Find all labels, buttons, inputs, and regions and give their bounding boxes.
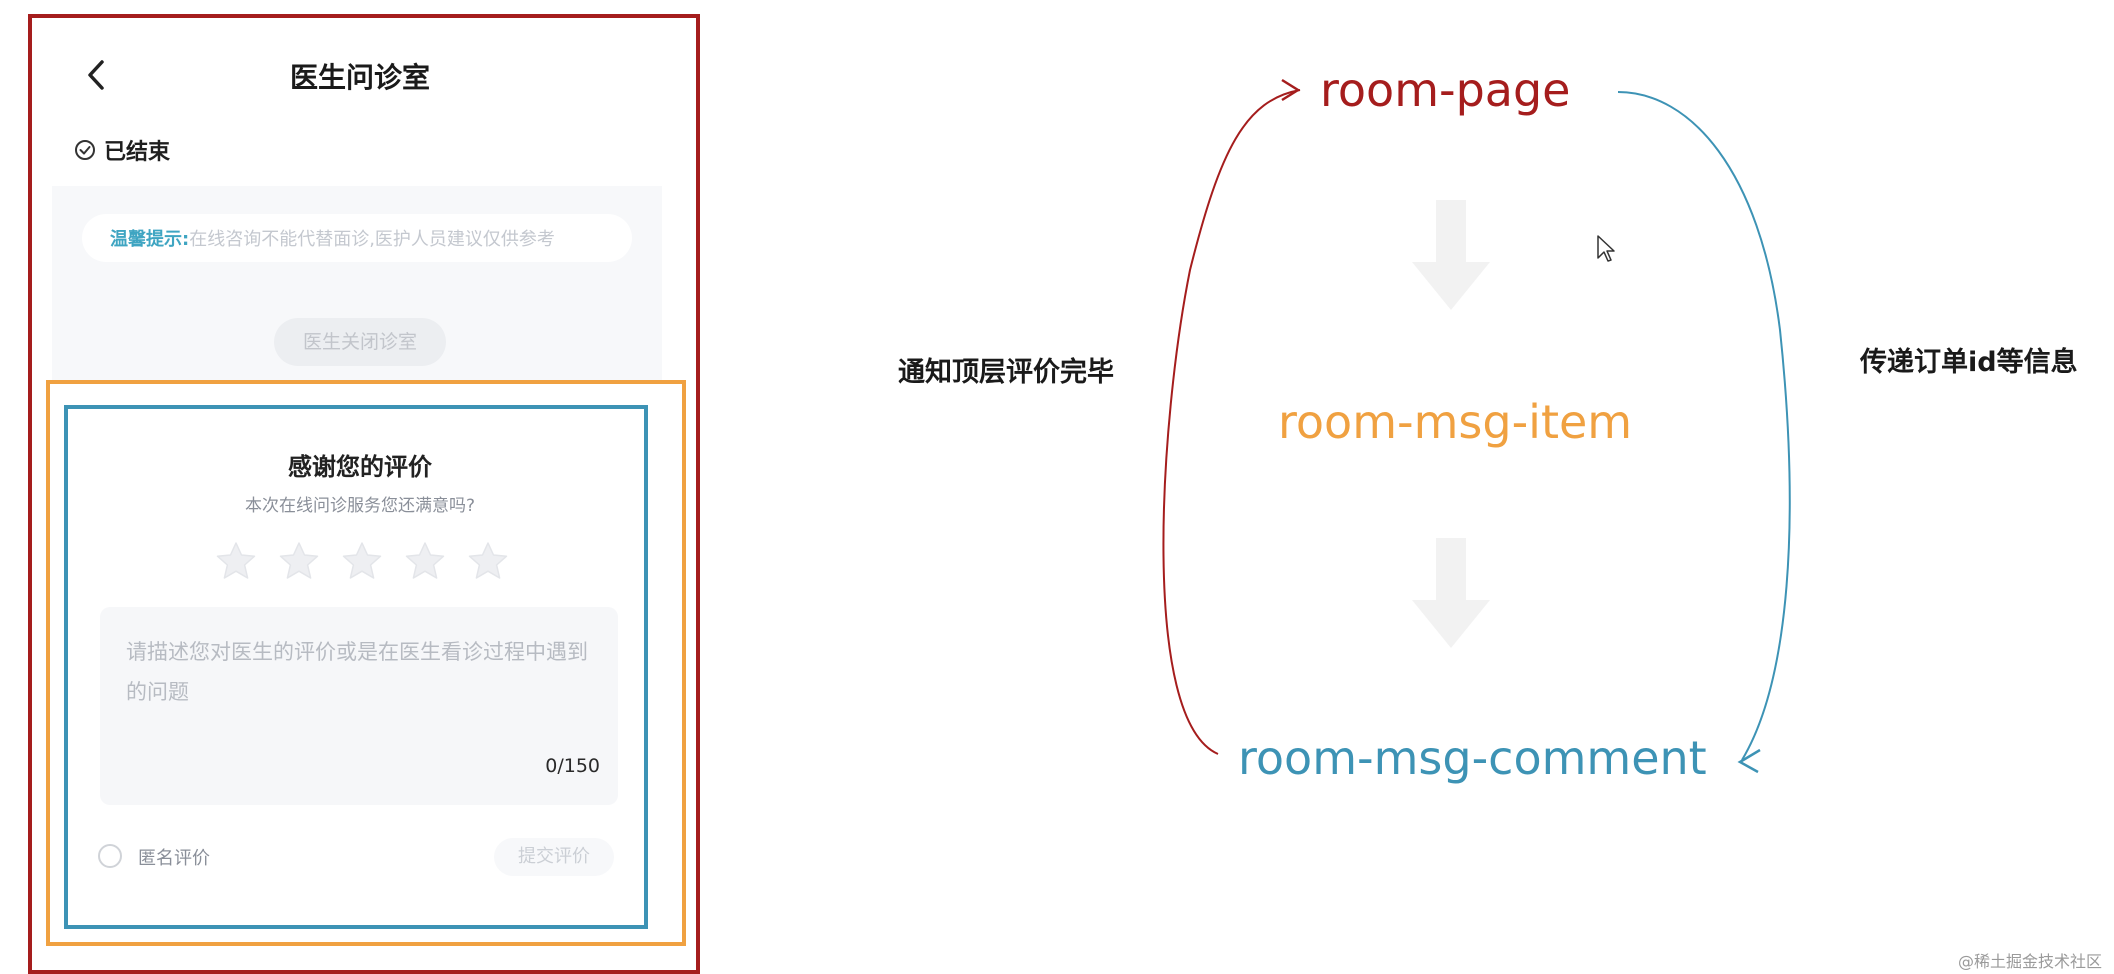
room-msg-item-highlight-box	[46, 380, 686, 946]
evaluation-subtitle: 本次在线问诊服务您还满意吗?	[244, 496, 476, 516]
submit-evaluation-button[interactable]: 提交评价	[494, 838, 614, 876]
warm-tip: 温馨提示: 在线咨询不能代替面诊,医护人员建议仅供参考	[82, 214, 632, 262]
notify-curve-arrow	[1162, 89, 1301, 755]
chevron-left-icon	[88, 60, 104, 90]
anonymous-radio[interactable]	[98, 844, 122, 868]
anonymous-label: 匿名评价	[138, 848, 210, 869]
comment-placeholder: 请描述您对医生的评价或是在医生看诊过程中遇到的问题	[126, 640, 588, 704]
note-pass-order-info: 传递订单id等信息	[1860, 347, 2078, 378]
node-room-msg-comment: room-msg-comment	[1238, 731, 1707, 785]
arrowhead-right-icon	[1281, 78, 1301, 102]
arrow-down-icon	[1412, 200, 1490, 310]
star-icon[interactable]	[466, 540, 510, 582]
status-text: 已结束	[104, 140, 171, 165]
warm-tip-text: 在线咨询不能代替面诊,医护人员建议仅供参考	[189, 229, 555, 250]
star-icon[interactable]	[340, 540, 384, 582]
node-room-page: room-page	[1320, 63, 1570, 117]
close-room-button[interactable]: 医生关闭诊室	[274, 318, 446, 366]
star-icon[interactable]	[277, 540, 321, 582]
warm-tip-label: 温馨提示:	[110, 229, 190, 250]
mouse-cursor-icon	[1597, 235, 1615, 262]
evaluation-title: 感谢您的评价	[288, 453, 432, 481]
star-icon[interactable]	[214, 540, 258, 582]
char-count: 0/150	[545, 755, 600, 777]
page-title: 医生问诊室	[289, 61, 430, 94]
note-notify-top: 通知顶层评价完毕	[898, 357, 1114, 388]
comment-textarea[interactable]	[100, 607, 618, 805]
node-room-msg-item: room-msg-item	[1278, 395, 1632, 449]
watermark: @稀土掘金技术社区	[1957, 952, 2102, 971]
arrow-down-icon	[1412, 538, 1490, 648]
consult-status: 已结束	[74, 134, 170, 166]
arrowhead-left-icon	[1737, 748, 1761, 774]
star-rating[interactable]	[214, 540, 514, 582]
back-button[interactable]	[82, 58, 112, 92]
star-icon[interactable]	[403, 540, 447, 582]
pass-curve-arrow	[1617, 91, 1791, 761]
check-circle-icon	[75, 140, 95, 160]
